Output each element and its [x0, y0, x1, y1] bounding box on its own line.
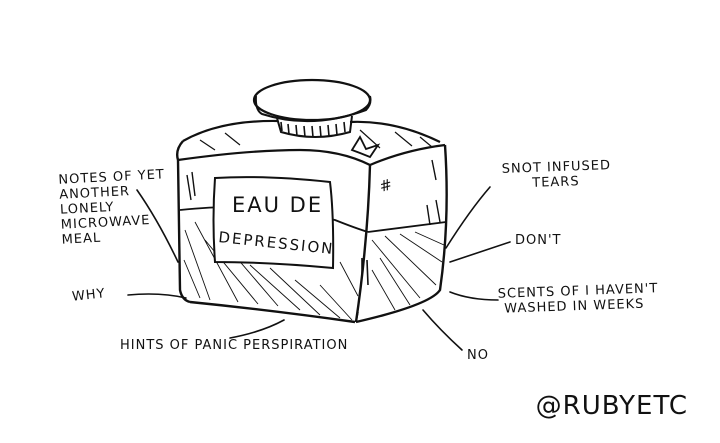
annotation-lonely-meal: NOTES OF YET ANOTHER LONELY MICROWAVE ME… — [58, 167, 168, 247]
hash-mark: # — [377, 175, 396, 196]
artist-signature: @RUBYETC — [535, 391, 688, 421]
arrow-dont — [449, 241, 511, 263]
arrow-hints — [229, 319, 285, 339]
arrow-snot — [445, 186, 491, 249]
arrow-scents — [449, 291, 499, 301]
annotation-no: NO — [467, 348, 489, 363]
bottle-body — [175, 119, 448, 324]
arrow-no — [422, 309, 463, 351]
arrow-lonely-meal — [136, 189, 179, 263]
bottle-cap — [252, 78, 372, 138]
annotation-snot: SNOT INFUSED TEARS — [502, 158, 612, 192]
annotation-hints: HINTS OF PANIC PERSPIRATION — [120, 338, 349, 353]
annotation-arrows — [127, 186, 511, 351]
annotation-dont: DON'T — [515, 233, 562, 248]
annotation-scents: SCENTS OF I HAVEN'T WASHED IN WEEKS — [498, 281, 660, 317]
bottle-label-line1: EAU DE — [232, 193, 323, 217]
arrow-why — [127, 293, 187, 299]
